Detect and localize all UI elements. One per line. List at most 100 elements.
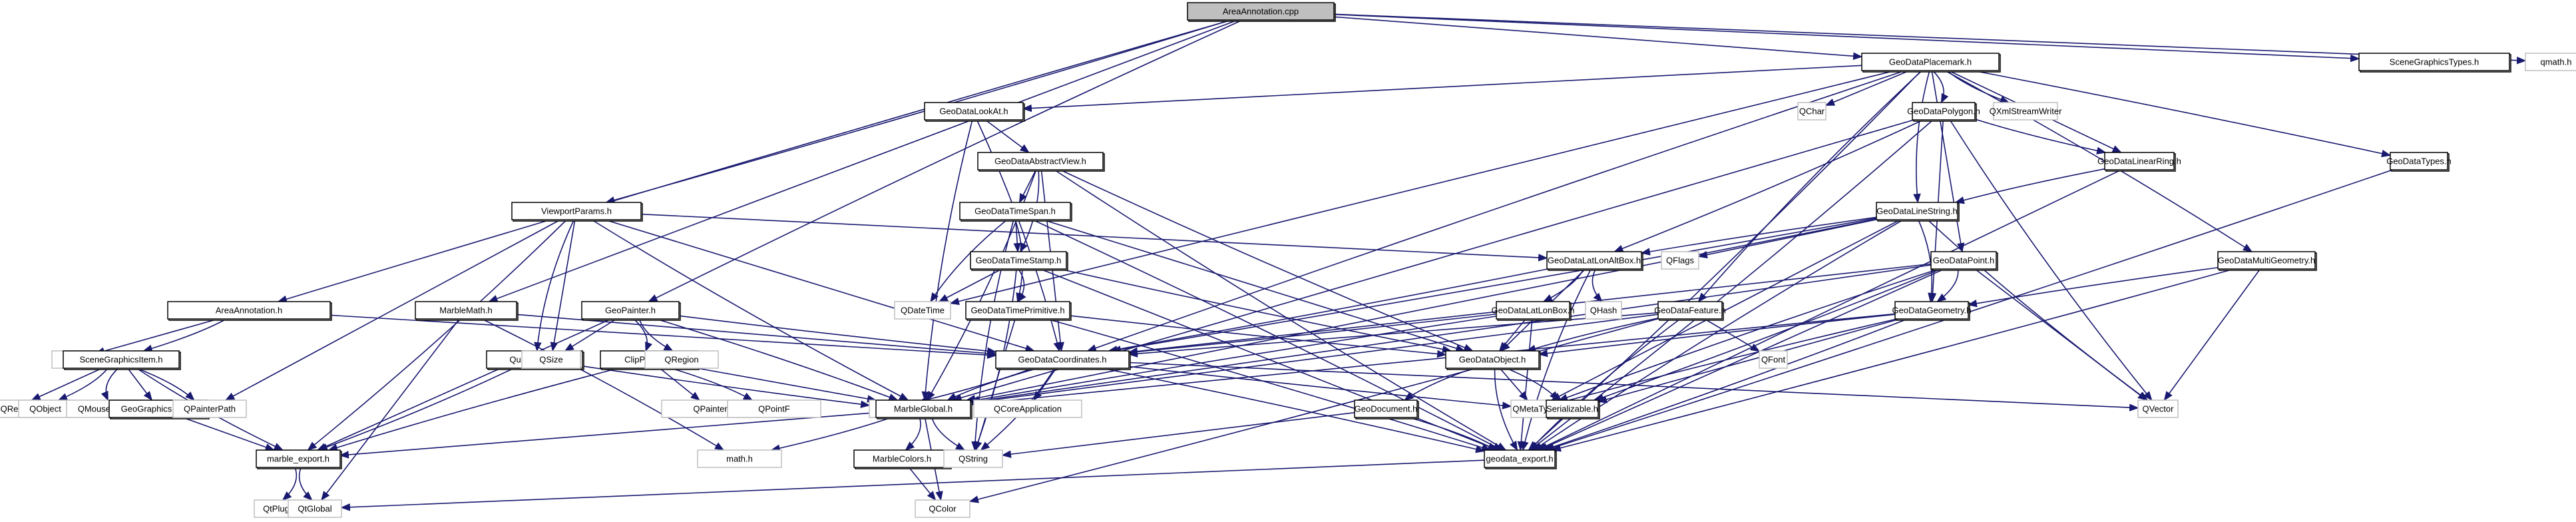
include-edge [1936,268,1959,302]
header-file-node[interactable]: GeoDataLatLonAltBox.h [1546,251,1643,271]
node-label: GeoDataLinearRing.h [2097,156,2181,166]
node-label: QFont [1761,355,1786,365]
include-edge [1111,217,1877,354]
system-header-node: QCoreApplication [973,399,1082,418]
header-file-node[interactable]: GeoDataPoint.h [1930,251,1998,271]
include-edge [949,70,1896,306]
header-file-node[interactable]: GeoDataMultiGeometry.h [2217,251,2317,271]
include-edge [678,315,997,355]
header-file-node[interactable]: GeoDataLineString.h [1876,202,1960,222]
node-label: QFlags [1666,256,1694,266]
node-label: MarbleMath.h [439,306,492,316]
header-file-node[interactable]: GeoDocument.h [1354,399,1419,419]
node-label: QRegion [664,355,698,365]
node-box [875,399,971,418]
include-edge [101,368,119,401]
header-file-node[interactable]: SceneGraphicsItem.h [63,350,181,370]
node-box [167,301,331,320]
system-header-node: QChar [1797,102,1826,121]
include-edge [1333,16,1863,60]
header-file-node[interactable]: GeoDataTypes.h [2386,152,2452,172]
include-edge [1592,268,1603,303]
header-file-node[interactable]: GeoDataTimeStamp.h [970,251,1068,271]
node-box [63,350,180,369]
node-box [959,202,1071,220]
include-edge [1542,318,1908,451]
include-edge [550,219,576,352]
header-file-node[interactable]: MarbleMath.h [415,301,519,321]
node-box [2104,152,2175,170]
header-file-node[interactable]: GeoDataPolygon.h [1907,102,1980,122]
header-file-node[interactable]: GeoPainter.h [581,301,681,321]
system-header-node: QFont [1759,350,1788,369]
node-label: QChar [1799,107,1825,117]
node-label: GeoDataFeature.h [1654,306,1726,316]
include-edge [1086,70,1906,352]
system-header-node: QString [943,449,1003,468]
header-file-node[interactable]: SceneGraphicsTypes.h [2358,53,2511,73]
include-edge [640,213,1548,262]
node-label: QPainterPath [184,404,236,414]
include-edge [57,368,108,401]
header-file-node[interactable]: GeoDataLatLonBox.h [1491,301,1575,321]
node-label: marble_export.h [267,454,329,464]
node-box [1661,251,1699,270]
header-file-node[interactable]: GeoDataAbstractView.h [977,152,1105,172]
include-edge [656,318,899,401]
include-edge [1931,70,1965,253]
include-edge [307,219,567,451]
header-file-node[interactable]: GeoDataLookAt.h [924,102,1025,122]
include-edge [638,318,674,352]
include-edge [921,119,973,401]
include-edge [1640,216,1877,256]
include-edge [1498,318,1526,352]
system-header-node: QColor [915,499,970,518]
header-file-node[interactable]: GeoDataPlacemark.h [1861,53,2001,73]
include-edge [1974,268,2148,401]
include-edge [142,318,227,352]
header-file-node[interactable]: ViewportParams.h [511,202,643,222]
node-label: GeoDataLatLonAltBox.h [1548,256,1641,266]
include-edge [298,467,313,501]
header-file-node[interactable]: AreaAnnotation.h [167,301,332,321]
header-file-node[interactable]: GeoDataLinearRing.h [2097,152,2181,172]
include-edge [1949,119,2153,401]
header-file-node[interactable]: Serializable.h [1546,399,1600,419]
header-file-node[interactable]: GeoDataCoordinates.h [995,350,1131,370]
header-file-node[interactable]: GeoDataObject.h [1445,350,1541,370]
include-edge [1536,169,2122,451]
include-edge [516,314,997,358]
node-box [2390,152,2448,170]
include-edge [1499,368,1528,401]
include-edge [969,264,1932,405]
include-edge [1128,313,1497,356]
include-edge [1918,219,1936,303]
include-edge [984,119,1030,153]
header-file-node[interactable]: geodata_export.h [1484,449,1557,469]
include-edge [938,268,1002,302]
include-edge [931,417,966,451]
node-box [727,399,821,418]
header-file-node[interactable]: GeoDataFeature.h [1654,301,1726,321]
node-box [644,350,719,369]
include-edge [1517,318,1533,451]
header-file-node[interactable]: GeoDataTimePrimitive.h [965,301,1072,321]
root-file-node[interactable]: AreaAnnotation.cpp [1187,2,1336,22]
header-file-node[interactable]: MarbleGlobal.h [875,399,972,419]
header-file-node[interactable]: GeoDataGeometry.h [1892,301,1972,321]
node-label: GeoDataLatLonBox.h [1491,306,1574,316]
node-box [1894,301,1969,320]
node-label: geodata_export.h [1486,454,1553,464]
node-label: MarbleGlobal.h [894,404,953,414]
header-file-node[interactable]: MarbleColors.h [853,449,952,469]
include-edge [95,318,219,355]
header-file-node[interactable]: GeoDataTimeSpan.h [959,202,1072,222]
include-edge [965,218,1877,403]
node-label: GeoDataGeometry.h [1892,306,1972,316]
header-file-node[interactable]: marble_export.h [256,449,342,469]
include-edge [1018,169,1037,204]
include-edge [329,314,997,359]
include-edge [127,368,153,401]
system-header-node: qmath.h [2525,53,2576,71]
system-header-node: QFlags [1661,251,1699,270]
